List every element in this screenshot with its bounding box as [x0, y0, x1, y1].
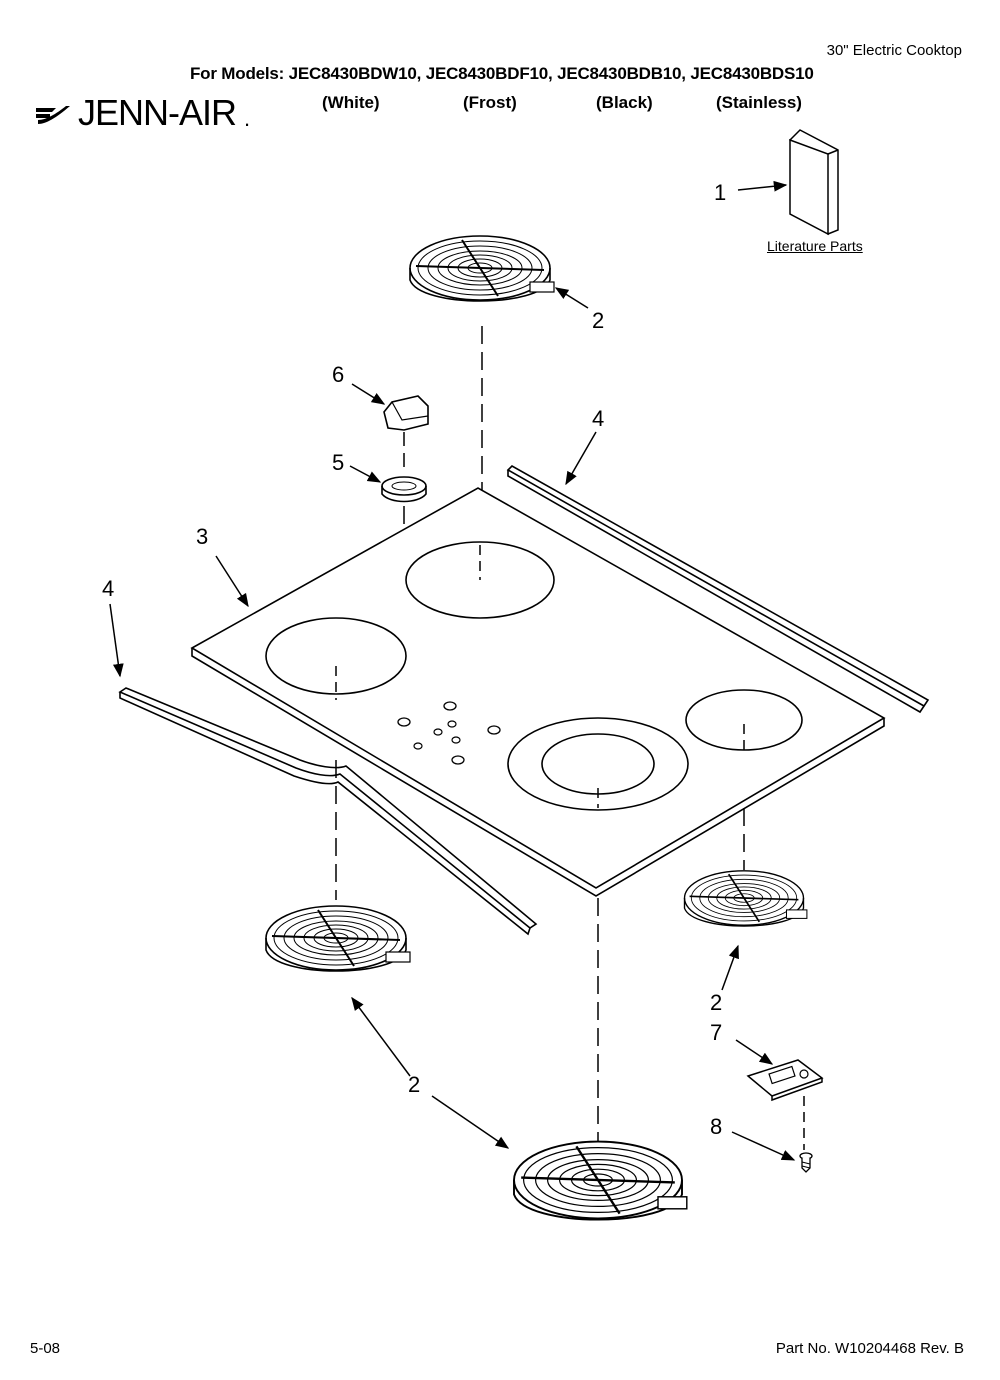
callout-2-top: 2: [592, 308, 605, 333]
literature-booklet: [789, 129, 839, 236]
callout-3: 3: [196, 524, 209, 549]
variant-white: (White): [322, 93, 380, 112]
brand-logo: JENN-AIR .: [36, 90, 266, 136]
surface-element-right-rear: [683, 869, 808, 927]
trim-strip-front: [118, 687, 538, 936]
models-line: For Models: JEC8430BDW10, JEC8430BDF10, …: [190, 64, 814, 83]
brand-registered-mark: .: [244, 106, 251, 131]
callout-8: 8: [710, 1114, 723, 1139]
callout-4-right: 4: [592, 406, 605, 431]
brand-name: JENN-AIR: [78, 92, 237, 133]
callout-4-left: 4: [102, 576, 115, 601]
screw: [799, 1152, 813, 1173]
surface-element-right-front: [512, 1140, 688, 1221]
callout-7: 7: [710, 1020, 723, 1045]
surface-element-top: [409, 235, 555, 302]
callout-1: 1: [714, 180, 727, 205]
part-number: Part No. W10204468 Rev. B: [775, 1340, 964, 1357]
callout-2-right: 2: [710, 990, 723, 1015]
mounting-bracket: [746, 1059, 824, 1102]
knob-bezel: [381, 476, 427, 503]
variant-frost: (Frost): [463, 93, 517, 112]
control-knob: [383, 395, 429, 431]
revision-date: 5-08: [30, 1340, 61, 1357]
surface-element-left-front: [265, 905, 411, 972]
variant-black: (Black): [596, 93, 653, 112]
callout-5: 5: [332, 450, 345, 475]
literature-parts-label: Literature Parts: [767, 238, 863, 254]
callout-6: 6: [332, 362, 345, 387]
cooktop-glass: [190, 487, 886, 897]
brand-swoosh-icon: [36, 106, 70, 124]
product-type: 30" Electric Cooktop: [826, 42, 962, 59]
callout-2-bottom: 2: [408, 1072, 421, 1097]
variant-stainless: (Stainless): [716, 93, 802, 112]
trim-strip-rear: [506, 465, 930, 714]
